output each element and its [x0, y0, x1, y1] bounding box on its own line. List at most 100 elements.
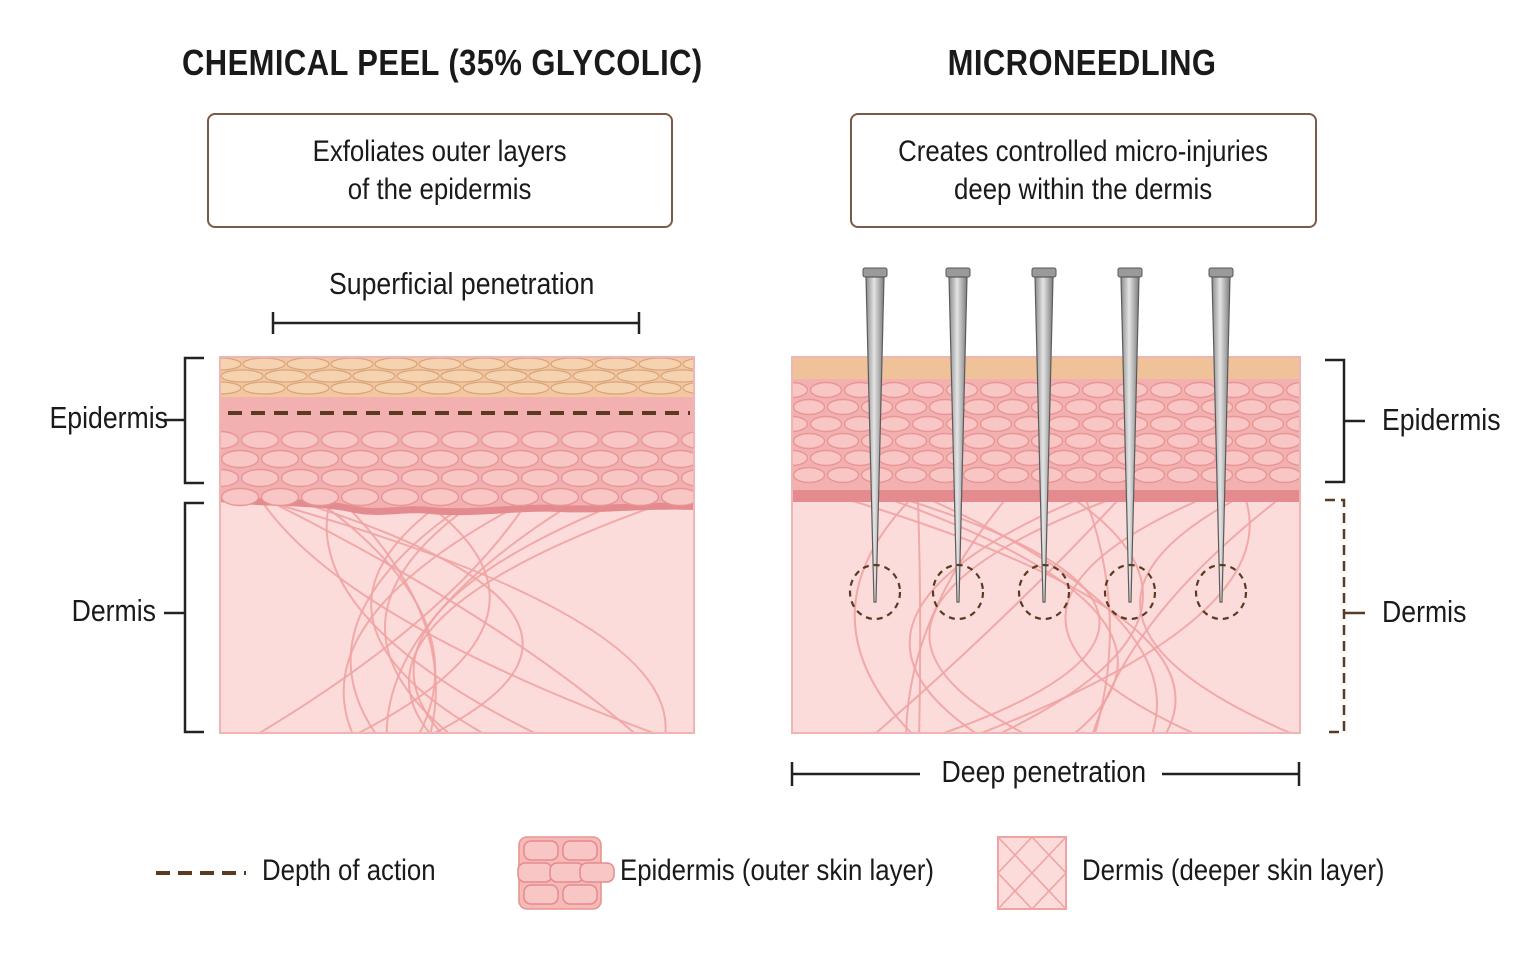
- epidermis-cell: [894, 432, 928, 450]
- epidermis-cell: [1132, 432, 1166, 450]
- microneedling-description-box: Creates controlled micro-injuries deep w…: [850, 113, 1317, 228]
- epidermis-cell: [540, 487, 580, 507]
- epidermis-cell: [240, 430, 280, 450]
- deep-penetration-bar: [790, 762, 1301, 786]
- epidermis-cell: [877, 381, 911, 399]
- epidermis-cell: [580, 449, 620, 469]
- epidermis-cell: [1304, 434, 1335, 449]
- epidermis-cell: [809, 381, 843, 399]
- epidermis-cell: [480, 430, 520, 450]
- epidermis-cell: [220, 430, 240, 450]
- microneedle-dermis-bracket: [1325, 498, 1365, 734]
- epidermis-cell: [1268, 466, 1300, 484]
- epidermis-cell: [962, 398, 996, 416]
- epidermis-cell: [500, 449, 540, 469]
- epidermis-cell: [894, 466, 928, 484]
- peel-title: CHEMICAL PEEL (35% GLYCOLIC): [182, 42, 703, 83]
- epidermis-cell: [1047, 449, 1081, 467]
- epidermis-cell: [760, 400, 791, 415]
- epidermis-cell: [1064, 398, 1098, 416]
- epidermis-cell: [1183, 449, 1217, 467]
- epidermis-cell: [640, 430, 680, 450]
- epidermis-cell: [680, 469, 694, 487]
- legend-epidermis-label: Epidermis (outer skin layer): [620, 854, 935, 887]
- microneedling-title: MICRONEEDLING: [947, 42, 1217, 83]
- epidermis-cell: [1285, 381, 1300, 399]
- peel-dermis-label: Dermis: [71, 593, 156, 628]
- epidermis-cell: [1064, 432, 1098, 450]
- legend-dermis-swatch: [997, 836, 1067, 910]
- epidermis-cell: [792, 449, 809, 467]
- epidermis-cell: [1251, 381, 1285, 399]
- epidermis-cell: [743, 451, 774, 466]
- peel-epidermis-bracket: [164, 356, 204, 485]
- epidermis-cell: [792, 381, 809, 399]
- peel-dermis-bracket: [164, 501, 204, 734]
- needle: [862, 267, 888, 603]
- epidermis-cell: [1064, 466, 1098, 484]
- legend-epidermis-swatch: [517, 836, 615, 910]
- epidermis-cell: [1166, 398, 1200, 416]
- epidermis-cell: [702, 451, 739, 468]
- epidermis-cell: [560, 430, 600, 450]
- epidermis-cell: [600, 430, 640, 450]
- epidermis-cell: [826, 466, 860, 484]
- epidermis-cell: [280, 468, 320, 488]
- epidermis-cell: [400, 468, 440, 488]
- epidermis-cell: [1234, 466, 1268, 484]
- epidermis-cell: [260, 449, 300, 469]
- epidermis-cell: [760, 434, 791, 449]
- epidermis-cell: [1081, 449, 1115, 467]
- micro-injury-circle: [848, 563, 902, 621]
- needle: [1117, 267, 1143, 603]
- epidermis-cell: [792, 398, 826, 416]
- epidermis-cell: [702, 489, 739, 506]
- epidermis-cell: [182, 451, 219, 468]
- epidermis-cell: [1251, 449, 1285, 467]
- epidermis-cell: [340, 449, 380, 469]
- epidermis-cell: [877, 449, 911, 467]
- epidermis-cell: [760, 468, 791, 483]
- epidermis-cell: [620, 449, 660, 469]
- epidermis-cell: [520, 430, 560, 450]
- epidermis-cell: [660, 487, 694, 507]
- epidermis-cell: [979, 449, 1013, 467]
- epidermis-cell: [743, 417, 774, 432]
- needle: [1208, 267, 1234, 603]
- epidermis-cell: [809, 449, 843, 467]
- epidermis-cell: [1081, 415, 1115, 433]
- epidermis-cell: [1166, 432, 1200, 450]
- epidermis-cell: [460, 487, 500, 507]
- peel-stratum-flakes: [220, 357, 694, 395]
- epidermis-cell: [1132, 398, 1166, 416]
- epidermis-cell: [660, 449, 694, 469]
- epidermis-cell: [1132, 466, 1166, 484]
- legend-dermis-label: Dermis (deeper skin layer): [1082, 854, 1385, 887]
- micro-injury-circle: [1194, 563, 1248, 621]
- epidermis-cell: [809, 415, 843, 433]
- epidermis-cell: [1251, 415, 1285, 433]
- peel-dermis-fibers: [243, 494, 688, 733]
- epidermis-cell: [962, 466, 996, 484]
- microneedling-description: Creates controlled micro-injuries deep w…: [898, 134, 1269, 206]
- epidermis-cell: [580, 487, 620, 507]
- epidermis-cell: [979, 415, 1013, 433]
- micro-injury-circle: [1017, 563, 1071, 621]
- epidermis-cell: [1149, 415, 1183, 433]
- epidermis-cell: [996, 466, 1030, 484]
- epidermis-cell: [420, 449, 460, 469]
- epidermis-cell: [540, 449, 580, 469]
- micro-injury-circle: [931, 563, 985, 621]
- epidermis-cell: [1047, 381, 1081, 399]
- epidermis-cell: [1285, 415, 1300, 433]
- epidermis-cell: [320, 430, 360, 450]
- needle: [945, 267, 971, 603]
- epidermis-cell: [380, 449, 420, 469]
- epidermis-cell: [440, 468, 480, 488]
- epidermis-cell: [1183, 415, 1217, 433]
- epidermis-cell: [680, 431, 694, 449]
- epidermis-cell: [520, 468, 560, 488]
- epidermis-cell: [1166, 466, 1200, 484]
- epidermis-cell: [1047, 415, 1081, 433]
